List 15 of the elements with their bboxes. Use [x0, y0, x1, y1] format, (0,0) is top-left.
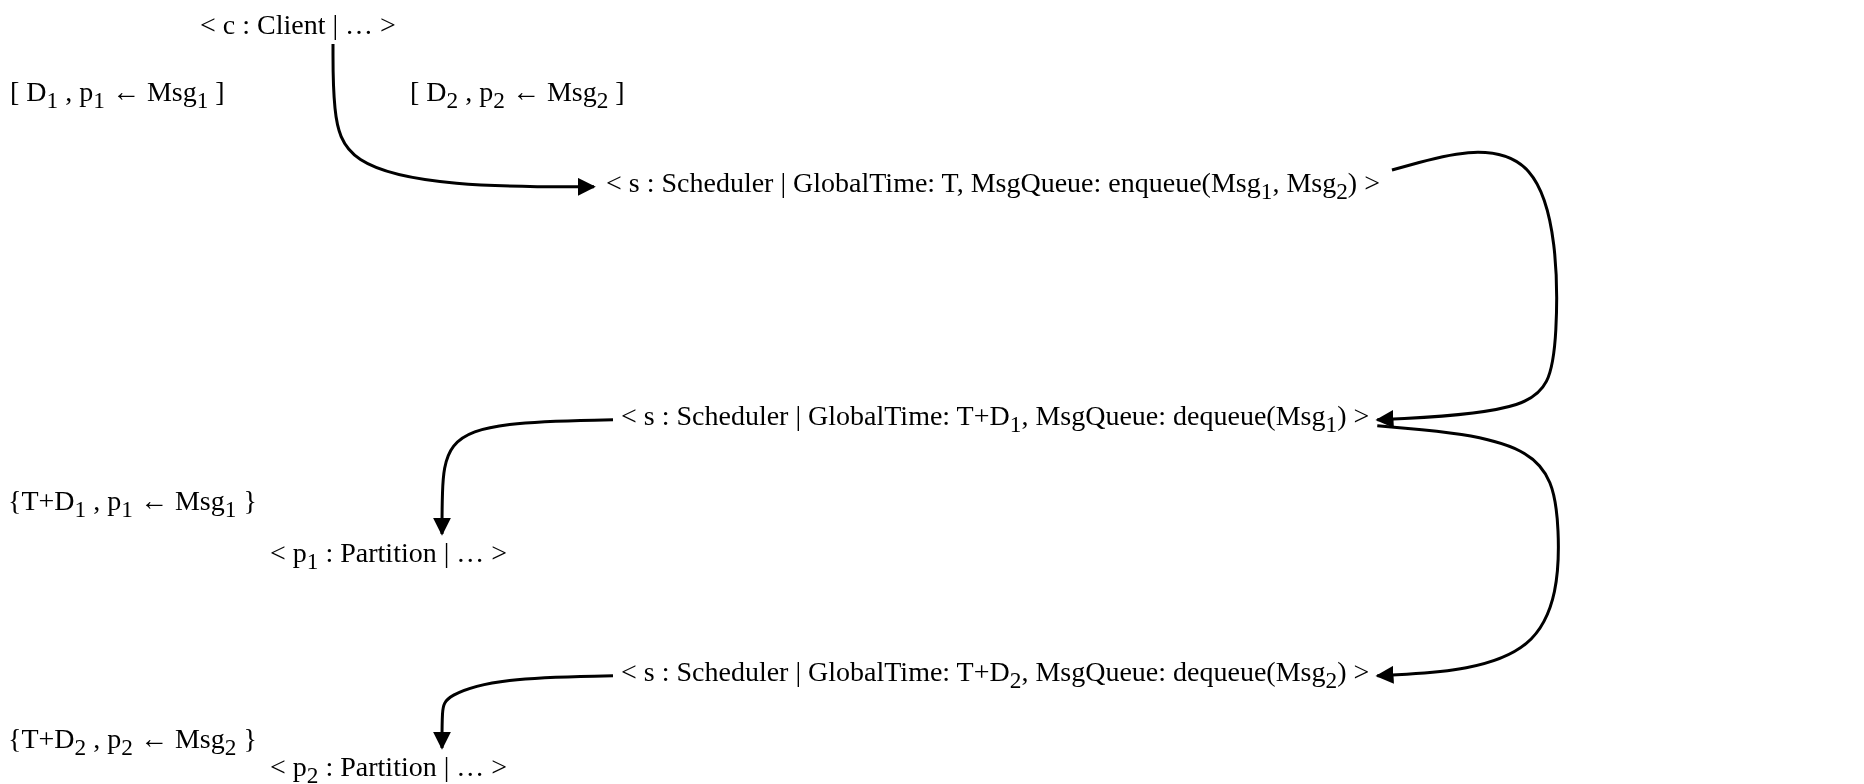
state-term: < s : Scheduler | GlobalTime: T, MsgQueue: enqueue(Msg$_{1}$, Msg$_{2}$) >: [606, 166, 1380, 208]
arrow: [1375, 150, 1559, 428]
state-term: < s : Scheduler | GlobalTime: T+D$_{1}$, MsgQueue: dequeue(Msg$_{1}$) >: [621, 399, 1370, 441]
state-term: < s : Scheduler | GlobalTime: T+D$_{2}$, MsgQueue: dequeue(Msg$_{2}$) >: [621, 655, 1370, 697]
arrow: [331, 44, 596, 196]
state-term: < c : Client | … >: [200, 8, 396, 42]
arrow: [433, 674, 614, 750]
message-label: {T+D$_{1}$ , p$_{1}$ ← Msg$_{1}$ }: [8, 484, 257, 524]
message-label: {T+D$_{2}$ , p$_{2}$ ← Msg$_{2}$ }: [8, 722, 257, 762]
state-term: < p$_{2}$ : Partition | … >: [270, 750, 508, 784]
message-label: [ D$_{2}$ , p$_{2}$ ← Msg$_{2}$ ]: [410, 75, 625, 115]
message-label: [ D$_{1}$ , p$_{1}$ ← Msg$_{1}$ ]: [10, 75, 225, 115]
arrow: [433, 418, 614, 536]
arrow: [1375, 424, 1560, 684]
state-term: < p$_{1}$ : Partition | … >: [270, 536, 508, 578]
